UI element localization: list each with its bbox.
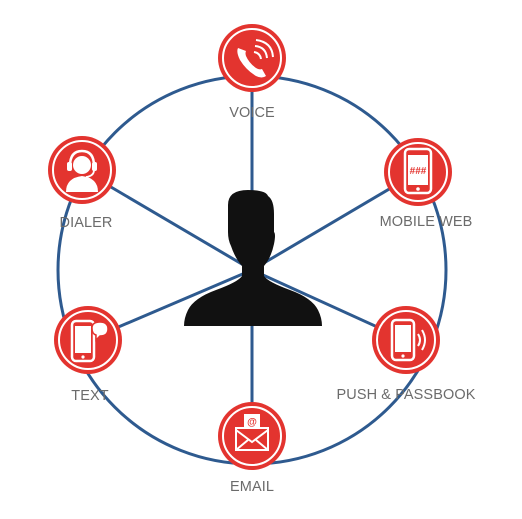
headset-agent-icon <box>66 149 98 192</box>
phone-ringing-icon <box>237 39 274 78</box>
email-at-text: @ <box>247 417 257 428</box>
node-email[interactable]: @ <box>218 402 286 470</box>
phone-notification-icon <box>390 318 426 362</box>
label-mobile-web: MOBILE WEB <box>379 214 473 230</box>
label-dialer: DIALER <box>59 215 113 231</box>
node-mobile-web[interactable]: ### <box>384 138 452 206</box>
node-text[interactable] <box>54 306 122 374</box>
label-text: TEXT <box>71 388 109 404</box>
person-silhouette-icon <box>184 190 322 326</box>
envelope-at-icon: @ <box>235 414 269 451</box>
node-push-passbook[interactable] <box>372 306 440 374</box>
node-voice[interactable] <box>218 24 286 92</box>
mobile-web-icon: ### <box>403 147 433 195</box>
label-email: EMAIL <box>229 479 275 495</box>
phone-chat-icon <box>70 319 109 363</box>
node-dialer[interactable] <box>48 136 116 204</box>
mobile-web-hash-text: ### <box>410 166 427 177</box>
label-push-passbook: PUSH & PASSBOOK <box>336 387 476 403</box>
label-voice: VOICE <box>229 105 275 121</box>
